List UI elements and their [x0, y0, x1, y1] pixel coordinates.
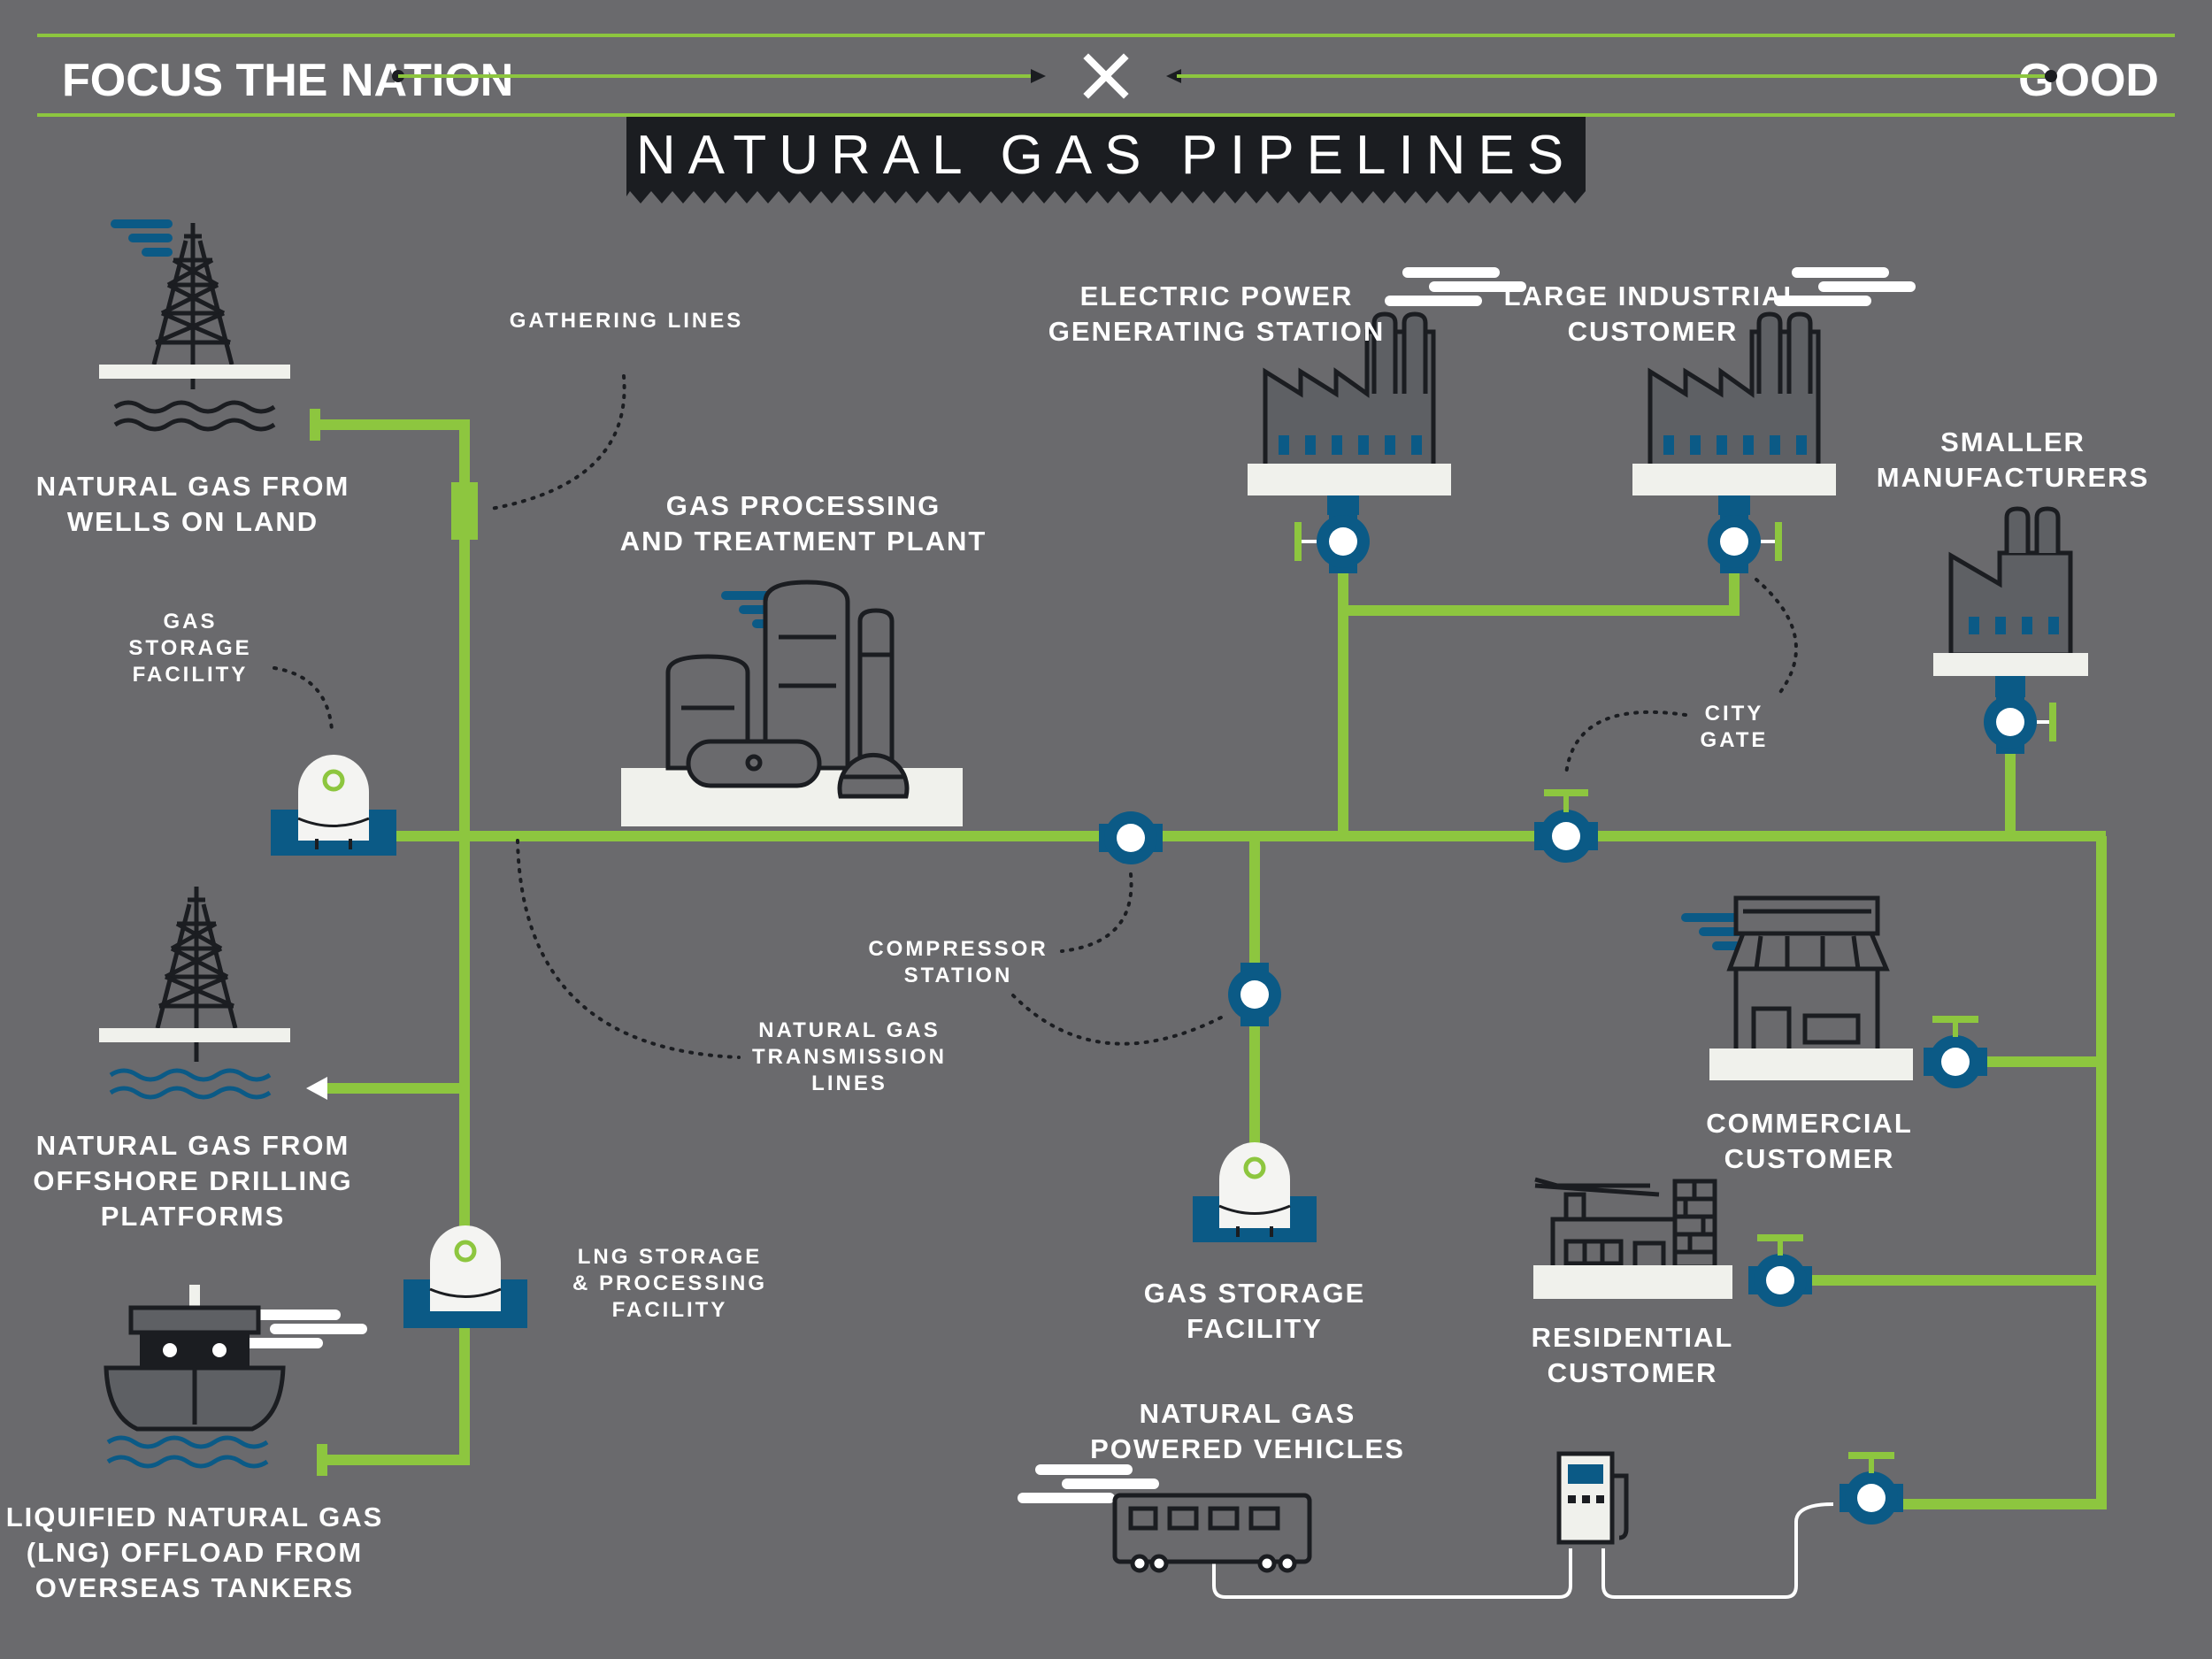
arrow-left-icon	[306, 1077, 327, 1100]
factory-windows	[1969, 617, 2059, 634]
tanker-pipe-cap	[317, 1444, 327, 1476]
industrial-base	[1632, 464, 1836, 495]
label-lng-offload-3: OVERSEAS TANKERS	[35, 1572, 354, 1603]
label-processing-1: GAS PROCESSING	[666, 490, 941, 521]
fuel-pump-icon[interactable]	[1556, 1451, 1629, 1545]
label-compressor-2: STATION	[904, 964, 1013, 987]
power-station-base	[1248, 464, 1451, 495]
offshore-water-waves-icon	[109, 1068, 272, 1100]
label-wells-on-land-2: WELLS ON LAND	[67, 506, 319, 537]
distribution-pipe	[1869, 836, 2107, 1509]
city-gate-valve-handle[interactable]	[1544, 789, 1588, 796]
label-gas-storage-center-2: FACILITY	[1187, 1313, 1323, 1344]
manufacturers-base	[1933, 653, 2088, 676]
compressor-valve[interactable]	[1099, 811, 1163, 864]
storage-tank-center-icon[interactable]	[1219, 1142, 1290, 1228]
city-gate-valve[interactable]	[1534, 810, 1598, 863]
residential-valve[interactable]	[1748, 1254, 1812, 1307]
arrow-left-icon	[1166, 69, 1181, 83]
land-ground-base	[99, 365, 290, 379]
storage-line-valve[interactable]	[1228, 963, 1281, 1026]
label-smaller-mfg-2: MANUFACTURERS	[1877, 462, 2149, 493]
fuel-line	[1212, 1502, 1834, 1599]
label-electric-1: ELECTRIC POWER	[1080, 280, 1354, 311]
label-lng-storage-3: FACILITY	[612, 1298, 728, 1322]
power-station-valve[interactable]	[1317, 510, 1370, 573]
natural-gas-bus-icon[interactable]	[1112, 1493, 1312, 1573]
pipeline-network	[319, 419, 2107, 1509]
label-wells-on-land-1: NATURAL GAS FROM	[36, 471, 350, 502]
storage-tank-left-icon[interactable]	[298, 755, 369, 841]
label-smaller-mfg-1: SMALLER	[1940, 426, 2085, 457]
label-electric-2: GENERATING STATION	[1048, 316, 1385, 347]
well-pipe-cap	[310, 409, 320, 441]
header-dot-right	[2045, 70, 2057, 82]
commercial-valve[interactable]	[1924, 1035, 1987, 1088]
vehicle-fuel-valve[interactable]	[1839, 1471, 1903, 1525]
label-gas-storage-left-2: STORAGE	[128, 636, 251, 660]
label-compressor-1: COMPRESSOR	[868, 937, 1048, 961]
label-commercial-1: COMMERCIAL	[1706, 1108, 1913, 1139]
power-valve-handle[interactable]	[1294, 522, 1302, 561]
label-offshore-3: PLATFORMS	[101, 1201, 286, 1232]
label-city-gate-1: CITY	[1705, 702, 1764, 726]
manufacturers-valve[interactable]	[1984, 690, 2037, 754]
industrial-valve-handle[interactable]	[1775, 522, 1782, 561]
label-gas-storage-center-1: GAS STORAGE	[1144, 1278, 1366, 1309]
label-gathering-lines: GATHERING LINES	[510, 309, 744, 333]
title-banner	[626, 117, 1586, 204]
offshore-platform-base	[99, 1028, 290, 1042]
processing-plant-icon[interactable]	[665, 580, 910, 799]
brand-focus-the-nation[interactable]: FOCUS THE NATION	[62, 55, 513, 106]
arrow-right-icon	[1031, 69, 1046, 83]
lng-tanker-ship-icon	[104, 1285, 286, 1432]
label-offshore-1: NATURAL GAS FROM	[36, 1130, 350, 1161]
power-industrial-branch-pipe	[1338, 566, 1740, 836]
residential-valve-handle[interactable]	[1757, 1234, 1803, 1241]
manufacturers-valve-handle[interactable]	[2049, 703, 2056, 741]
label-gas-storage-left-1: GAS	[163, 610, 217, 634]
label-transmission-2: TRANSMISSION	[752, 1045, 947, 1069]
industrial-valve[interactable]	[1708, 510, 1761, 573]
label-lng-offload-1: LIQUIFIED NATURAL GAS	[6, 1502, 384, 1532]
vehicle-fuel-valve-handle[interactable]	[1848, 1452, 1894, 1459]
gathering-trunk-pipe	[319, 419, 470, 1465]
label-city-gate-2: GATE	[1701, 728, 1769, 752]
label-lng-storage-1: LNG STORAGE	[578, 1245, 763, 1269]
label-industrial-2: CUSTOMER	[1568, 316, 1739, 347]
land-drilling-rig-icon	[154, 223, 232, 365]
page-title: NATURAL GAS PIPELINES	[636, 125, 1576, 186]
label-industrial-1: LARGE INDUSTRIAL	[1504, 280, 1802, 311]
residential-base	[1533, 1265, 1732, 1299]
offshore-rig-icon	[157, 887, 235, 1028]
label-transmission-1: NATURAL GAS	[758, 1018, 940, 1042]
label-offshore-2: OFFSHORE DRILLING	[33, 1165, 352, 1196]
label-transmission-3: LINES	[811, 1071, 887, 1095]
commercial-store-icon[interactable]	[1726, 895, 1890, 1069]
label-residential-1: RESIDENTIAL	[1532, 1322, 1734, 1353]
gathering-coupling	[451, 482, 478, 540]
label-vehicles-1: NATURAL GAS	[1140, 1398, 1356, 1429]
lng-storage-tank-icon[interactable]	[430, 1225, 501, 1311]
label-gas-storage-left-3: FACILITY	[133, 663, 249, 687]
factory-windows	[1663, 435, 1807, 455]
brand-good[interactable]: GOOD	[2018, 55, 2159, 106]
motion-lines-icon	[111, 219, 173, 257]
commercial-valve-handle[interactable]	[1932, 1016, 1978, 1023]
close-x-icon	[1083, 53, 1129, 99]
label-commercial-2: CUSTOMER	[1724, 1143, 1895, 1174]
leader-lines	[273, 374, 1798, 1059]
small-factory-icon[interactable]	[1948, 506, 2073, 657]
underground-waves-icon	[113, 400, 276, 432]
commercial-base	[1709, 1048, 1913, 1080]
label-residential-2: CUSTOMER	[1548, 1357, 1718, 1388]
factory-windows	[1279, 435, 1422, 455]
label-lng-storage-2: & PROCESSING	[572, 1271, 767, 1295]
label-processing-2: AND TREATMENT PLANT	[620, 526, 987, 557]
label-vehicles-2: POWERED VEHICLES	[1090, 1433, 1405, 1464]
label-lng-offload-2: (LNG) OFFLOAD FROM	[27, 1537, 363, 1568]
tanker-water-waves-icon	[106, 1435, 269, 1469]
